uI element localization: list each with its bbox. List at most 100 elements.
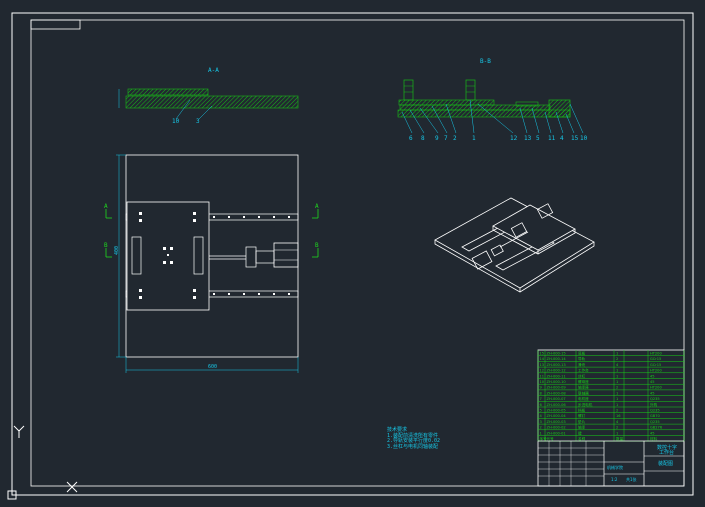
table-cell: 底板: [578, 351, 586, 356]
balloon-label: 8: [421, 135, 425, 142]
table-cell: 滑块: [578, 362, 586, 367]
worktable-bolt-holes: [139, 212, 196, 299]
balloon-label: 1: [472, 135, 476, 142]
section-view-a-a[interactable]: A-A 10 3: [118, 67, 299, 125]
ucs-icon: [7, 425, 78, 500]
table-cell: 序号: [540, 436, 548, 441]
table-cell: Q235: [650, 420, 660, 424]
table-cell: 15: [540, 352, 545, 356]
table-cell: 11: [540, 374, 545, 378]
rail-holes: [213, 216, 290, 295]
iso-rail-right: [495, 238, 555, 271]
table-cell: 名称: [578, 436, 586, 441]
balloon-label: 2: [453, 135, 457, 142]
balloon-label: 10: [580, 135, 588, 142]
table-cell: 垫片: [578, 419, 586, 424]
table-cell: 1: [616, 380, 618, 384]
table-cell: 代号: [547, 436, 555, 441]
table-cell: GCr15: [650, 357, 661, 361]
table-cell: 1: [616, 352, 618, 356]
section-a-base-plate: [125, 95, 299, 109]
table-cell: 数量: [616, 436, 624, 441]
note-line: 3.丝杠与电机同轴装配: [387, 443, 439, 450]
table-cell: ZH-000-01: [547, 431, 566, 435]
table-cell: Q235: [650, 397, 660, 401]
plan-rail-upper: [125, 213, 299, 221]
leader-line: [175, 99, 191, 120]
section-b-end-block: [548, 99, 571, 118]
table-cell: ZH-000-08: [547, 391, 567, 395]
drawing-code-box: [30, 19, 81, 30]
table-cell: 8: [540, 391, 543, 395]
plan-view[interactable]: 600 400 A B A B: [104, 154, 319, 373]
balloon-label: 12: [510, 135, 518, 142]
table-cell: 步进电机: [578, 402, 593, 407]
cut-mark-label: A: [104, 203, 108, 210]
table-cell: ZH-000-04: [547, 414, 567, 418]
outer-frame: [11, 12, 694, 496]
table-cell: HT200: [650, 369, 662, 373]
cut-mark-label: B: [315, 242, 319, 249]
section-b-leaders: [401, 99, 584, 134]
table-cell: ZH-000-03: [547, 420, 566, 424]
table-cell: ZH-000-07: [547, 397, 566, 401]
table-cell: 2: [616, 386, 618, 390]
table-cell: 2: [616, 426, 618, 430]
table-cell: 1: [616, 403, 618, 407]
cut-mark-label: B: [104, 242, 108, 249]
plan-rail-lower: [125, 290, 299, 298]
note-line: 技术要求: [387, 427, 408, 433]
table-cell: 9: [540, 386, 543, 390]
table-cell: 1: [616, 374, 618, 378]
table-cell: ZH-000-02: [547, 426, 566, 430]
section-a-top-plate: [127, 88, 209, 96]
table-cell: GB276: [650, 426, 663, 430]
stepper-motor: [273, 242, 299, 268]
table-cell: 12: [540, 369, 545, 373]
table-cell: 外购: [650, 402, 658, 407]
school-name: 机械学院: [607, 464, 623, 470]
section-b-tower-right: [465, 79, 476, 101]
table-cell: 45: [650, 431, 655, 435]
dim-width-text: 600: [208, 364, 217, 370]
balloon-label: 15: [571, 135, 579, 142]
table-cell: 2: [616, 357, 618, 361]
note-line: 1.装配前清洗所有零件: [387, 432, 439, 439]
iso-base-top: [434, 197, 595, 289]
table-cell: ZH-000-11: [547, 374, 566, 378]
table-cell: ZH-000-14: [547, 357, 567, 361]
table-cell: 13: [540, 363, 545, 367]
table-cell: 螺钉: [578, 413, 586, 418]
cut-marks: [105, 209, 319, 258]
note-line: 2.导轨安装平行度0.02: [387, 438, 441, 444]
drawing-name-1: 数控十字: [657, 444, 677, 451]
table-cell: 电机座: [578, 396, 589, 401]
table-cell: 5: [540, 409, 542, 413]
table-cell: 10: [540, 380, 545, 384]
section-view-b-b[interactable]: B-B 6 8: [397, 58, 588, 142]
balloon-label: 9: [435, 135, 439, 142]
leader-line: [198, 105, 213, 120]
drawing-code: 装配图: [658, 460, 673, 467]
table-cell: 45: [650, 374, 655, 378]
sheet-count: 共1张: [626, 476, 637, 482]
table-cell: ZH-000-13: [547, 363, 566, 367]
isometric-view[interactable]: [434, 197, 595, 293]
balloon-label: 6: [409, 135, 413, 142]
balloon-label: 7: [444, 135, 448, 142]
section-b-top-plate: [398, 99, 495, 106]
table-cell: ZH-000-10: [547, 380, 567, 384]
iso-clamp: [536, 203, 554, 219]
inner-frame: [30, 19, 685, 487]
table-cell: 材料: [650, 436, 658, 441]
table-cell: 导轨: [578, 356, 586, 361]
table-cell: 4: [616, 363, 619, 367]
table-cell: 16: [616, 414, 621, 418]
table-cell: 6: [540, 403, 543, 407]
table-cell: 4: [540, 414, 543, 418]
table-cell: GB70: [650, 414, 661, 418]
table-cell: HT200: [650, 386, 662, 390]
